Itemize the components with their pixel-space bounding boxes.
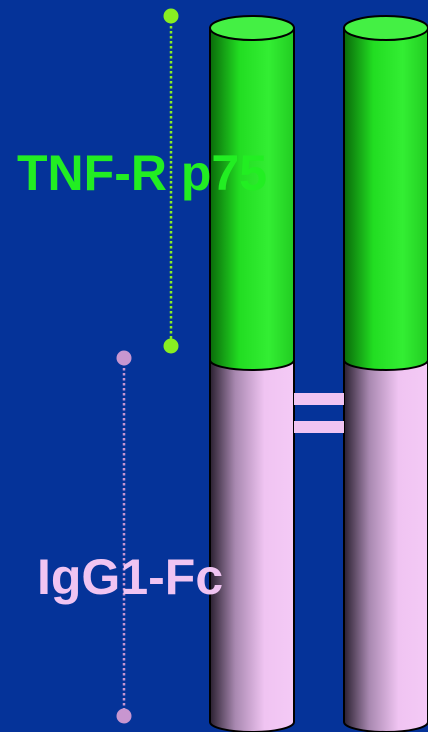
receptor-domain-label: TNF-R p75 [17, 145, 267, 201]
right-fc-cylinder [343, 359, 428, 732]
left-receptor-cylinder [209, 27, 295, 371]
left-fc-cylinder [209, 359, 295, 732]
fc-domain-bracket [116, 350, 132, 724]
fc-bracket-top-dot [116, 350, 132, 366]
receptor-domain-bracket [163, 8, 179, 354]
fc-domain-label: IgG1-Fc [37, 549, 224, 605]
left-receptor-top [209, 15, 295, 41]
disulfide-bond-upper [294, 393, 344, 405]
receptor-bracket-bottom-dot [163, 338, 179, 354]
receptor-bracket-top-dot [163, 8, 179, 24]
left-chain [209, 15, 295, 732]
right-receptor-top [343, 15, 428, 41]
fc-bracket-bottom-dot [116, 708, 132, 724]
right-receptor-cylinder [343, 27, 428, 371]
right-chain [343, 15, 428, 732]
disulfide-bond-lower [294, 421, 344, 433]
